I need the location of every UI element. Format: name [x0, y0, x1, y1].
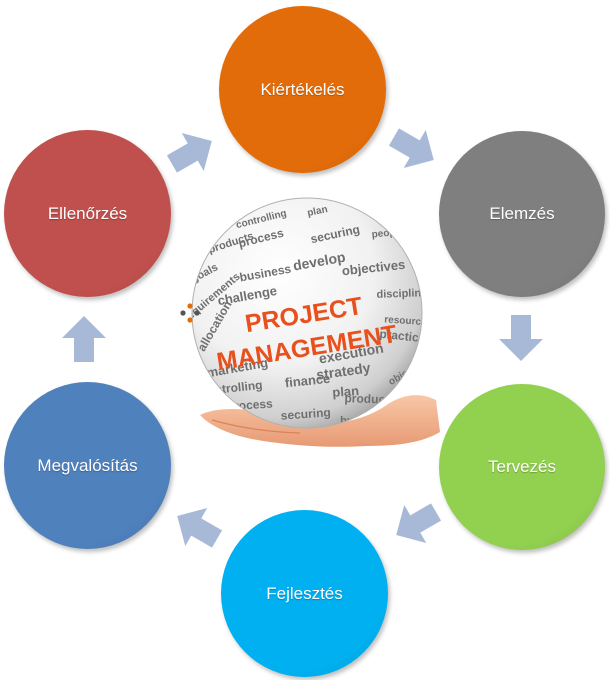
step-label: Elemzés [489, 204, 555, 223]
arrow-kiert-to-elem [388, 128, 434, 169]
sphere-word: finance [284, 371, 331, 391]
sphere-word: people [371, 226, 405, 240]
step-label: Kiértékelés [260, 79, 345, 99]
hand-illustration [200, 395, 440, 447]
sphere-word: resources [384, 314, 433, 328]
step-label: Ellenőrzés [47, 203, 128, 223]
step-tervezes: Tervezés [439, 384, 605, 550]
step-ellenorzes: Ellenőrzés [4, 130, 171, 297]
step-fejlesztes: Fejlesztés [221, 510, 388, 677]
arrow-fejl-to-megv [177, 507, 223, 548]
arrow-terv-to-fejl [396, 503, 442, 544]
sphere-word: plan [332, 383, 360, 400]
cycle-arrows [62, 128, 543, 548]
sphere-word: securing [280, 405, 331, 422]
step-megvalositas: Megvalósítás [4, 382, 171, 549]
step-elemzes: Elemzés [439, 131, 605, 297]
sphere-body [192, 198, 422, 428]
sparkle-icon [180, 303, 200, 323]
sphere-word: plan [306, 204, 328, 219]
sphere-word: stratedy [315, 359, 371, 382]
sphere-word: objectives [341, 257, 406, 279]
step-label: Tervezés [487, 457, 557, 476]
arrow-megv-to-ell [62, 316, 106, 362]
arrow-elem-to-terv [499, 315, 543, 361]
step-kiertekeles: Kiértékelés [219, 6, 386, 173]
step-label: Fejlesztés [266, 583, 343, 603]
step-label: Megvalósítás [37, 455, 138, 475]
sphere-word: discipline [376, 287, 427, 301]
sphere-word: practice [379, 327, 427, 346]
arrow-ell-to-kiert [166, 132, 212, 173]
